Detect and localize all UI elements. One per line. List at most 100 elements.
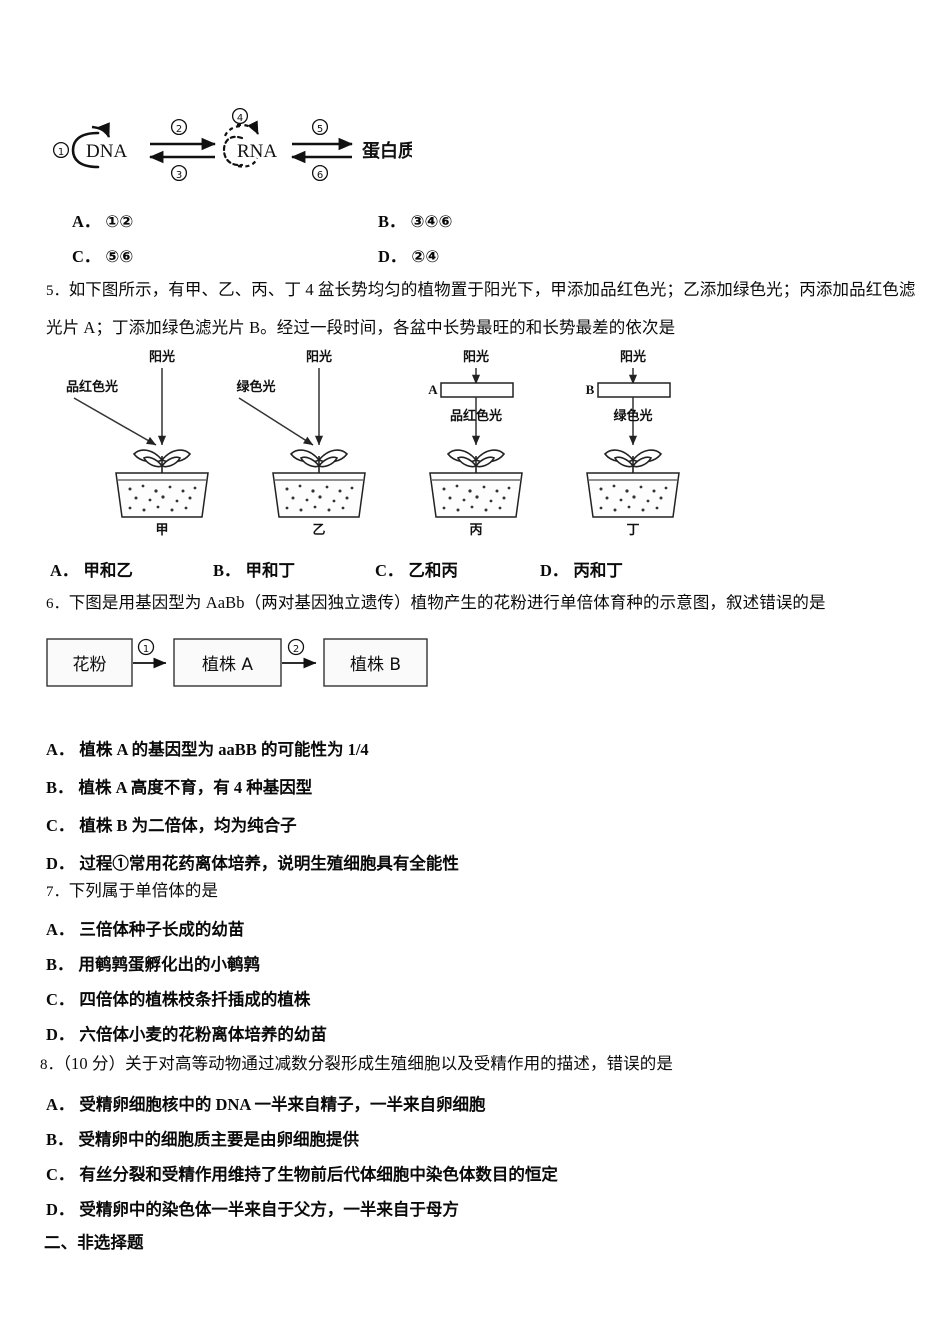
question-8-stem-text: （10 分）关于对高等动物通过减数分裂形成生殖细胞以及受精作用的描述，错误的是 <box>62 1054 673 1073</box>
q8-option-d[interactable]: D．受精卵中的染色体一半来自于父方，一半来自于母方 <box>46 1196 459 1220</box>
q4-option-b[interactable]: B．③④⑥ <box>378 208 452 232</box>
pot-yi-group: 阳光 绿色光 <box>236 349 366 538</box>
q4-option-d[interactable]: D．②④ <box>378 243 439 267</box>
q5-option-b-text: 甲和丁 <box>245 561 296 580</box>
q7-option-a-label: A． <box>46 920 75 939</box>
svg-text:1: 1 <box>143 644 149 655</box>
svg-text:2: 2 <box>176 124 182 135</box>
q6-option-b-text: 植株 A 高度不育，有 4 种基因型 <box>78 778 313 797</box>
q6-option-d[interactable]: D．过程①常用花药离体培养，说明生殖细胞具有全能性 <box>46 850 459 874</box>
q4-option-c[interactable]: C．⑤⑥ <box>72 243 133 267</box>
question-8-stem: 8．（10 分）关于对高等动物通过减数分裂形成生殖细胞以及受精作用的描述，错误的… <box>40 1054 673 1073</box>
flow-box-1-label: 花粉 <box>73 655 107 675</box>
q4-option-a-label: A． <box>72 212 101 231</box>
marker-2-icon: 2 <box>170 118 188 136</box>
q8-option-a-label: A． <box>46 1095 75 1114</box>
question-5-stem-line-1: 5．如下图所示，有甲、乙、丙、丁 4 盆长势均匀的植物置于阳光下，甲添加品红色光… <box>46 281 916 299</box>
marker-3-icon: 3 <box>170 164 188 182</box>
pot-jia-side-light-label: 品红色光 <box>66 379 118 395</box>
pot-jia-group: 阳光 品红色光 <box>66 349 209 538</box>
haploid-breeding-flowchart: 花粉 1 植株 A 2 植株 B <box>44 630 444 692</box>
q5-option-b-label: B． <box>213 561 241 580</box>
q8-option-d-text: 受精卵中的染色体一半来自于父方，一半来自于母方 <box>79 1200 459 1219</box>
svg-text:6: 6 <box>317 170 323 181</box>
question-7-number: 7． <box>46 884 69 900</box>
q6-option-b-label: B． <box>46 778 74 797</box>
four-pot-light-experiment-diagram: 阳光 品红色光 <box>44 344 704 540</box>
flow-arrow-2-marker-icon: 2 <box>287 638 305 656</box>
flow-box-2-label: 植株 A <box>202 655 253 675</box>
pot-bing-caption: 丙 <box>469 523 482 538</box>
q5-option-a-text: 甲和乙 <box>83 561 133 580</box>
question-6-number: 6． <box>46 596 69 612</box>
q4-option-a[interactable]: A．①② <box>72 208 133 232</box>
q7-option-a-text: 三倍体种子长成的幼苗 <box>79 920 245 939</box>
q4-option-a-text: ①② <box>105 212 134 231</box>
q8-option-d-label: D． <box>46 1200 75 1219</box>
pot-ding-caption: 丁 <box>626 523 639 538</box>
q7-option-d[interactable]: D．六倍体小麦的花粉离体培养的幼苗 <box>46 1021 327 1045</box>
q5-option-c[interactable]: C．乙和丙 <box>375 557 458 581</box>
q4-option-b-label: B． <box>378 212 406 231</box>
q6-option-b[interactable]: B．植株 A 高度不育，有 4 种基因型 <box>46 774 312 798</box>
q4-option-c-text: ⑤⑥ <box>105 247 134 266</box>
pot-ding-filter-label: B <box>586 382 595 397</box>
q5-option-c-text: 乙和丙 <box>408 561 458 580</box>
q5-option-c-label: C． <box>375 561 404 580</box>
pot-bing-under-filter-label: 品红色光 <box>450 408 502 424</box>
q6-option-a-text: 植株 A 的基因型为 aaBB 的可能性为 1/4 <box>79 740 369 759</box>
q5-option-d[interactable]: D．丙和丁 <box>540 557 623 581</box>
q5-option-a-label: A． <box>50 561 79 580</box>
svg-text:5: 5 <box>317 124 323 135</box>
pot-bing-group: 阳光 A 品红色光 <box>428 349 523 538</box>
question-6-stem-text: 下图是用基因型为 AaBb（两对基因独立遗传）植物产生的花粉进行单倍体育种的示意… <box>68 593 826 612</box>
central-dogma-diagram: 1 DNA 2 3 <box>52 108 412 182</box>
q5-option-b[interactable]: B．甲和丁 <box>213 557 295 581</box>
q7-option-a[interactable]: A．三倍体种子长成的幼苗 <box>46 916 244 940</box>
q8-option-c-text: 有丝分裂和受精作用维持了生物前后代体细胞中染色体数目的恒定 <box>79 1165 558 1184</box>
q4-option-d-label: D． <box>378 247 407 266</box>
dna-label: DNA <box>86 141 127 162</box>
pot-yi-side-light-label: 绿色光 <box>236 379 275 395</box>
q6-option-a[interactable]: A．植株 A 的基因型为 aaBB 的可能性为 1/4 <box>46 736 369 760</box>
q6-option-a-label: A． <box>46 740 75 759</box>
q6-option-c[interactable]: C．植株 B 为二倍体，均为纯合子 <box>46 812 297 836</box>
q8-option-a-text: 受精卵细胞核中的 DNA 一半来自精子，一半来自卵细胞 <box>79 1095 486 1114</box>
svg-text:1: 1 <box>58 147 64 158</box>
pot-yi-caption: 乙 <box>312 523 325 538</box>
question-5-stem-line-2: 光片 A；丁添加绿色滤光片 B。经过一段时间，各盆中长势最旺的和长势最差的依次是 <box>46 318 676 337</box>
rna-label: RNA <box>237 141 277 162</box>
pot-bing-filter-label: A <box>428 382 438 397</box>
q6-option-c-text: 植株 B 为二倍体，均为纯合子 <box>79 816 297 835</box>
q7-option-d-text: 六倍体小麦的花粉离体培养的幼苗 <box>79 1025 327 1044</box>
q8-option-c[interactable]: C．有丝分裂和受精作用维持了生物前后代体细胞中染色体数目的恒定 <box>46 1161 558 1185</box>
q5-option-a[interactable]: A．甲和乙 <box>50 557 133 581</box>
marker-4-icon: 4 <box>231 108 249 125</box>
pot-yi-sunlight-label: 阳光 <box>306 349 332 365</box>
question-6-stem: 6．下图是用基因型为 AaBb（两对基因独立遗传）植物产生的花粉进行单倍体育种的… <box>46 593 826 612</box>
q6-option-c-label: C． <box>46 816 75 835</box>
pot-ding-under-filter-label: 绿色光 <box>613 408 652 424</box>
pot-ding-sunlight-label: 阳光 <box>620 349 646 365</box>
q8-option-b[interactable]: B．受精卵中的细胞质主要是由卵细胞提供 <box>46 1126 359 1150</box>
pot-ding-group: 阳光 B 绿色光 <box>586 349 680 538</box>
svg-text:2: 2 <box>293 644 299 655</box>
q7-option-b-label: B． <box>46 955 74 974</box>
q7-option-c[interactable]: C．四倍体的植株枝条扦插成的植株 <box>46 986 310 1010</box>
q7-option-d-label: D． <box>46 1025 75 1044</box>
q8-option-a[interactable]: A．受精卵细胞核中的 DNA 一半来自精子，一半来自卵细胞 <box>46 1091 486 1115</box>
q5-option-d-label: D． <box>540 561 569 580</box>
protein-label: 蛋白质 <box>362 140 412 162</box>
marker-6-icon: 6 <box>311 164 329 182</box>
q7-option-c-label: C． <box>46 990 75 1009</box>
svg-text:4: 4 <box>237 113 243 124</box>
q7-option-b[interactable]: B．用鹌鹑蛋孵化出的小鹌鹑 <box>46 951 260 975</box>
pot-jia-caption: 甲 <box>155 523 168 538</box>
section-two-heading: 二、非选择题 <box>44 1233 144 1252</box>
q8-option-c-label: C． <box>46 1165 75 1184</box>
q5-option-d-text: 丙和丁 <box>573 561 623 580</box>
svg-text:3: 3 <box>176 170 182 181</box>
question-5-number: 5． <box>46 283 69 299</box>
flow-arrow-1-marker-icon: 1 <box>137 638 155 656</box>
